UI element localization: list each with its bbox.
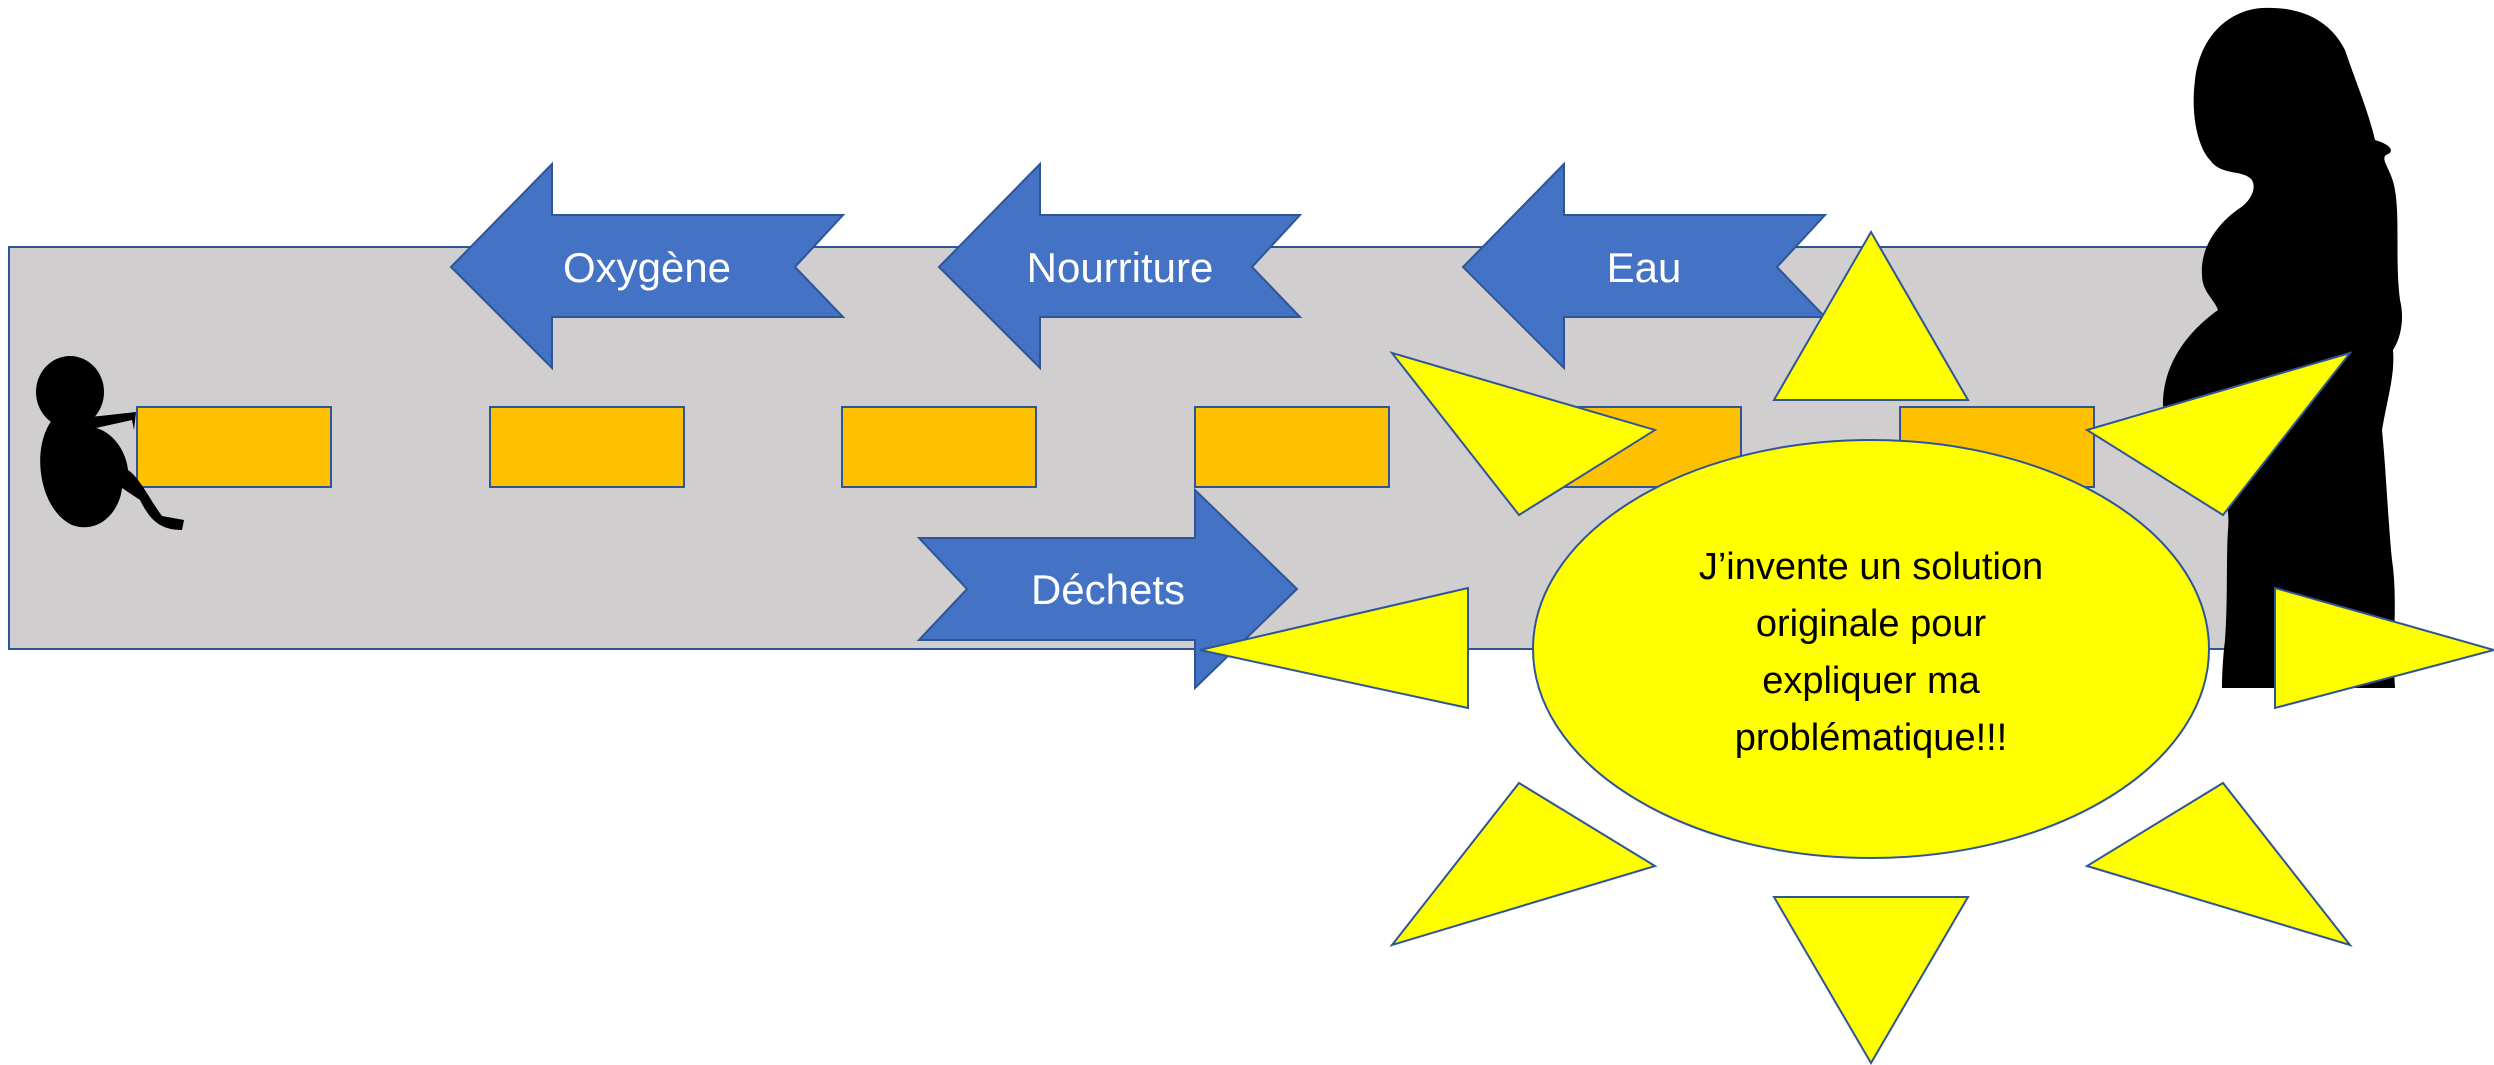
fetus-icon <box>36 356 184 530</box>
arrow-dechets-label: Déchets <box>1031 566 1185 613</box>
sun-ray <box>2084 351 2353 517</box>
cord-segment <box>841 406 1037 488</box>
arrow-dechets: Déchets <box>916 487 1299 691</box>
sun-text-line: expliquer ma <box>1762 660 1980 702</box>
cord-segment <box>1194 406 1390 488</box>
sun-core <box>1532 439 2210 859</box>
pregnant-woman-icon <box>2162 7 2403 688</box>
sun-ray <box>2274 586 2494 710</box>
sun-ray <box>2084 781 2353 947</box>
arrow-nourriture-label: Nourriture <box>1027 244 1214 291</box>
arrow-nourriture: Nourriture <box>937 161 1303 371</box>
sun-ray <box>1772 230 1970 401</box>
arrow-oxygene-label: Oxygène <box>563 244 731 291</box>
arrow-eau: Eau <box>1461 161 1828 371</box>
cord-segment <box>136 406 332 488</box>
arrow-eau-label: Eau <box>1607 244 1682 291</box>
sun-message: J’invente un solution originale pour exp… <box>1699 546 2043 759</box>
arrow-oxygene: Oxygène <box>449 161 846 371</box>
sun-ray <box>1389 781 1658 947</box>
sun-ray <box>1772 896 1970 1065</box>
sun-text-line: problématique!!! <box>1735 717 2008 759</box>
sun-text-line: J’invente un solution <box>1699 546 2043 588</box>
sun-ray <box>1199 586 1469 710</box>
sun-ray <box>1389 351 1658 517</box>
cord-segment <box>489 406 685 488</box>
sun-text-line: originale pour <box>1756 603 1987 645</box>
sun-burst <box>1199 230 2494 1065</box>
